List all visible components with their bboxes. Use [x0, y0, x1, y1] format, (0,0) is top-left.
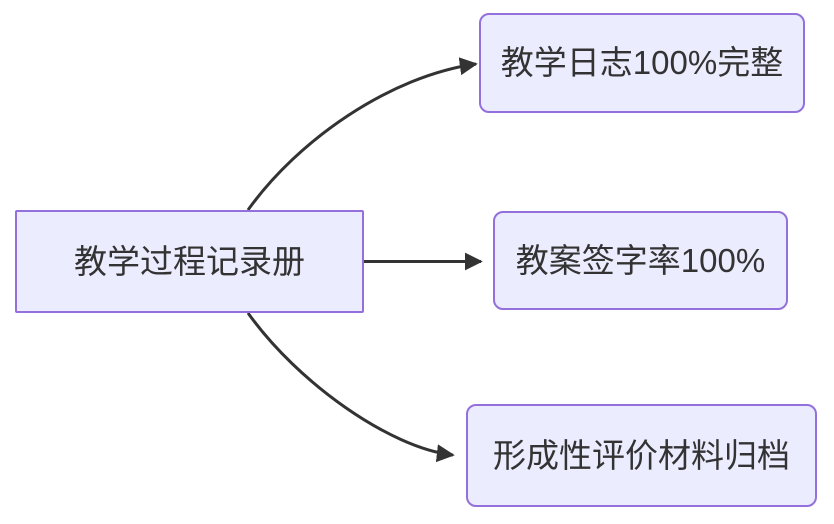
node-target-3-label: 形成性评价材料归档: [493, 436, 790, 474]
node-target-1: 教学日志100%完整: [479, 13, 805, 113]
edge-source-to-target3: [246, 312, 455, 463]
node-target-2: 教案签字率100%: [493, 211, 788, 310]
node-source: 教学过程记录册: [15, 210, 364, 313]
node-target-1-label: 教学日志100%完整: [500, 44, 784, 82]
node-target-3: 形成性评价材料归档: [466, 404, 817, 507]
node-source-label: 教学过程记录册: [74, 242, 305, 280]
edge-source-to-target1: [246, 57, 478, 211]
node-target-2-label: 教案签字率100%: [515, 241, 766, 279]
